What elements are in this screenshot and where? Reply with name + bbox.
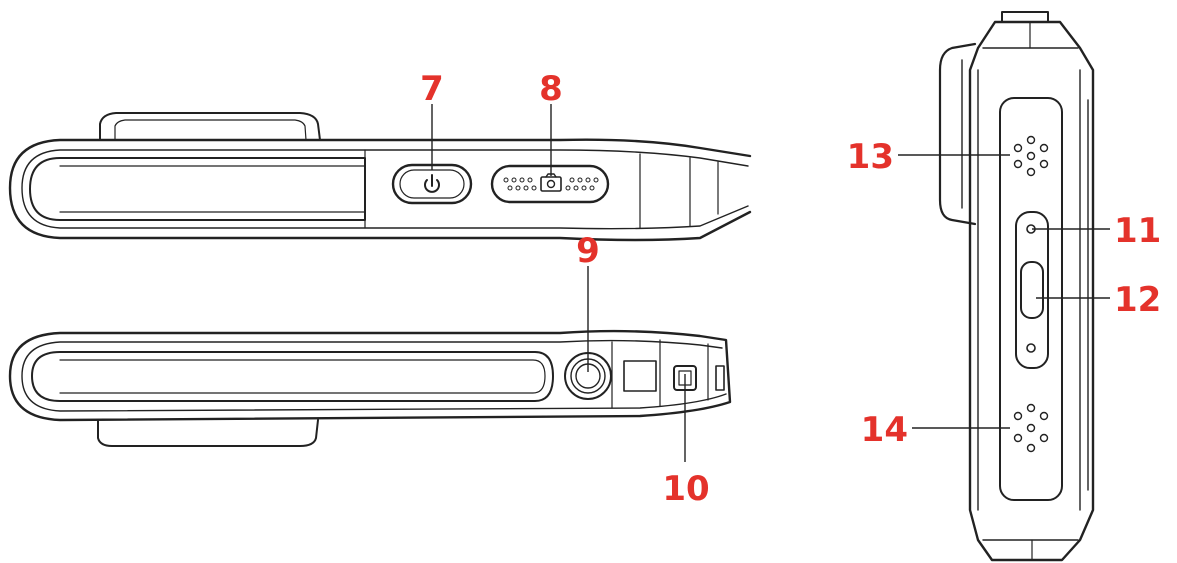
callout-10: 10 (662, 469, 709, 509)
camera-icon (540, 173, 562, 192)
top-groove-inner (59, 165, 366, 213)
bottom-lens-bump (97, 419, 319, 447)
top-body (8, 138, 752, 242)
side-view (938, 11, 1095, 562)
port-screw (1026, 343, 1036, 353)
callout-7: 7 (420, 69, 444, 109)
power-icon (424, 174, 440, 193)
capture-button-dots (503, 177, 599, 191)
callouts: 7 8 9 10 11 12 13 14 (420, 69, 1161, 509)
callout-11: 11 (1114, 211, 1161, 251)
callout-12: 12 (1114, 280, 1161, 320)
bottom-view (8, 329, 732, 447)
microphone-holes (1013, 403, 1049, 453)
usb-port (1020, 261, 1044, 319)
side-port-slot (1015, 211, 1049, 369)
side-lens (938, 42, 977, 226)
side-body-ticks (1029, 21, 1033, 561)
side-top-knob (1001, 11, 1049, 23)
bottom-groove (31, 351, 554, 402)
callout-8: 8 (539, 69, 563, 109)
bottom-body (8, 329, 732, 422)
bottom-segment-lines (611, 339, 709, 409)
bottom-square-pad (623, 360, 657, 392)
callout-9: 9 (576, 231, 600, 271)
bottom-body-inner (21, 339, 727, 412)
side-panel (999, 97, 1063, 501)
top-segment-lines (364, 149, 719, 229)
side-body-inner (977, 47, 1089, 541)
side-body (968, 20, 1095, 562)
top-groove (29, 157, 366, 221)
top-lens-bump (99, 112, 321, 141)
leader-lines (431, 104, 1110, 462)
strap-hole (673, 365, 725, 391)
top-view (8, 112, 752, 242)
callout-13: 13 (847, 137, 894, 177)
top-body-inner (21, 149, 749, 230)
capture-button (490, 164, 610, 204)
callout-14: 14 (861, 410, 908, 450)
top-lens-bump-inner (114, 119, 307, 141)
speaker-holes (1013, 135, 1049, 177)
bottom-groove-inner (59, 359, 546, 394)
